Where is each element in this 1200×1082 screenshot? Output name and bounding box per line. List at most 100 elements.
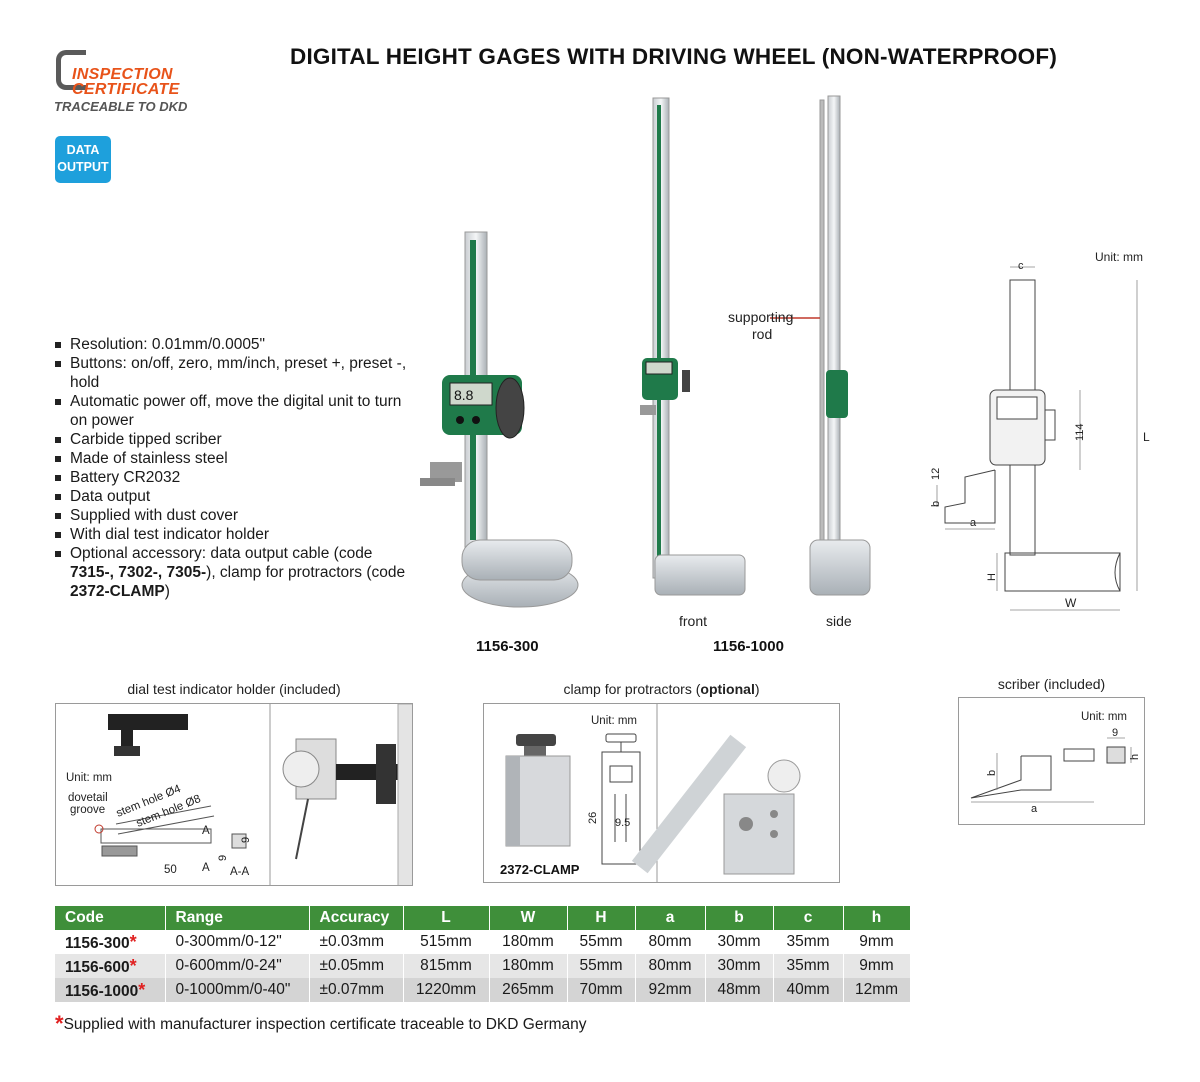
feature-item: With dial test indicator holder — [55, 525, 415, 544]
page-title: DIGITAL HEIGHT GAGES WITH DRIVING WHEEL … — [290, 44, 1058, 69]
code-text: 1156-300 — [65, 934, 130, 952]
dim-114: 114 — [1074, 423, 1086, 441]
table-row: 1156-300* 0-300mm/0-12" ±0.03mm 515mm 18… — [55, 930, 911, 954]
cell-h: 12mm — [843, 978, 911, 1002]
inspection-certificate-logo: INSPECTION CERTIFICATE TRACEABLE TO DKD — [52, 48, 222, 118]
supporting-rod-label-1: supporting — [728, 309, 794, 325]
feature-item: Carbide tipped scriber — [55, 430, 415, 449]
star-icon: * — [138, 979, 146, 1000]
code-text: 1156-600 — [65, 958, 130, 976]
feature-item: Battery CR2032 — [55, 468, 415, 487]
cell-b: 30mm — [705, 954, 774, 978]
cell-b: 48mm — [705, 978, 774, 1002]
clamp-dim-26: 26 — [587, 812, 599, 824]
section-AA-label: A-A — [230, 866, 250, 878]
model-label-300: 1156-300 — [476, 638, 539, 655]
model-label-1000: 1156-1000 — [713, 638, 784, 655]
feature-item: Resolution: 0.01mm/0.0005" — [55, 335, 415, 354]
footnote: *Supplied with manufacturer inspection c… — [55, 1011, 587, 1037]
clamp-unit-label: Unit: mm — [591, 715, 637, 727]
cell-code: 1156-1000* — [55, 978, 166, 1002]
feature-list: Resolution: 0.01mm/0.0005" Buttons: on/o… — [55, 335, 415, 601]
dial-holder-caption: dial test indicator holder (included) — [127, 681, 341, 697]
specification-table: Code Range Accuracy L W H a b c h 1156-3… — [55, 906, 911, 1002]
logo-line-1: INSPECTION — [72, 66, 173, 83]
cell-accuracy: ±0.03mm — [309, 930, 404, 954]
footnote-text: Supplied with manufacturer inspection ce… — [63, 1016, 587, 1033]
feature-item-optional: Optional accessory: data output cable (c… — [55, 544, 415, 601]
gauge-1156-1000-side-image — [770, 95, 871, 596]
logo-line-2: CERTIFICATE — [72, 81, 180, 98]
header-b: b — [705, 906, 774, 930]
cell-accuracy: ±0.05mm — [309, 954, 404, 978]
cell-b: 30mm — [705, 930, 774, 954]
cell-W: 265mm — [489, 978, 568, 1002]
scriber-dim-9: 9 — [1112, 727, 1118, 739]
feature-item: Automatic power off, move the digital un… — [55, 392, 415, 430]
feature-item: Made of stainless steel — [55, 449, 415, 468]
dial-unit-label: Unit: mm — [66, 772, 112, 784]
cell-range: 0-300mm/0-12" — [165, 930, 310, 954]
feature-item: Buttons: on/off, zero, mm/inch, preset +… — [55, 354, 415, 392]
footnote-star-icon: * — [55, 1011, 64, 1036]
star-icon: * — [129, 931, 137, 952]
header-a: a — [635, 906, 706, 930]
dim-a: a — [970, 517, 977, 529]
header-L: L — [403, 906, 490, 930]
dim-b: b — [930, 501, 942, 507]
dimension-drawing: Unit: mm c L 114 12 b a H W — [930, 250, 1150, 611]
dim-9-horizontal: 9 — [217, 855, 229, 861]
clamp-drawing: Unit: mm 26 9.5 2372-CLAMP — [500, 704, 801, 882]
scriber-drawing: Unit: mm 9 b a h — [970, 711, 1141, 815]
optional-text-middle: ), clamp for protractors (code — [206, 564, 406, 581]
product-illustration: 8.8 — [420, 95, 871, 608]
badge-line-1: DATA — [66, 143, 100, 157]
cell-code: 1156-300* — [55, 930, 166, 954]
clamp-caption: clamp for protractors (optional) — [483, 681, 840, 697]
cell-W: 180mm — [489, 930, 568, 954]
header-c: c — [773, 906, 844, 930]
gauge-1156-1000-front-image — [640, 97, 746, 596]
logo-line-3: TRACEABLE TO DKD — [54, 99, 188, 114]
code-text: 1156-1000 — [65, 982, 139, 1000]
scriber-caption: scriber (included) — [997, 676, 1106, 692]
cell-accuracy: ±0.07mm — [309, 978, 404, 1002]
clamp-caption-suffix: ) — [754, 681, 760, 697]
cell-c: 40mm — [773, 978, 844, 1002]
dovetail-label-2: groove — [70, 804, 105, 816]
header-H: H — [567, 906, 636, 930]
dim-12: 12 — [930, 468, 942, 480]
clamp-code-label: 2372-CLAMP — [500, 862, 580, 877]
cell-L: 815mm — [403, 954, 490, 978]
scriber-unit-label: Unit: mm — [1081, 711, 1127, 723]
cell-L: 515mm — [403, 930, 490, 954]
side-label: side — [826, 613, 852, 629]
cell-a: 92mm — [635, 978, 706, 1002]
cell-H: 55mm — [567, 954, 636, 978]
optional-cable-codes: 7315-, 7302-, 7305- — [70, 564, 207, 581]
table-row: 1156-1000* 0-1000mm/0-40" ±0.07mm 1220mm… — [55, 978, 911, 1002]
data-output-badge: DATA OUTPUT — [55, 136, 111, 183]
dim-9-vertical: 9 — [240, 837, 252, 843]
supporting-rod-label-2: rod — [752, 326, 773, 342]
table-row: 1156-600* 0-600mm/0-24" ±0.05mm 815mm 18… — [55, 954, 911, 978]
clamp-dim-9-5: 9.5 — [615, 817, 630, 829]
clamp-caption-bold: optional — [700, 681, 755, 697]
clamp-panel: Unit: mm 26 9.5 2372-CLAMP — [483, 703, 840, 883]
badge-line-2: OUTPUT — [57, 160, 109, 174]
cell-W: 180mm — [489, 954, 568, 978]
optional-text-prefix: Optional accessory: data output cable (c… — [70, 545, 373, 562]
cell-H: 55mm — [567, 930, 636, 954]
dim-W: W — [1065, 596, 1077, 610]
scriber-panel: Unit: mm 9 b a h — [958, 697, 1145, 825]
cell-H: 70mm — [567, 978, 636, 1002]
cell-code: 1156-600* — [55, 954, 166, 978]
header-code: Code — [55, 906, 166, 930]
scriber-dim-h: h — [1129, 754, 1141, 760]
cell-c: 35mm — [773, 930, 844, 954]
clamp-caption-prefix: clamp for protractors ( — [563, 681, 701, 697]
header-h: h — [843, 906, 911, 930]
cell-h: 9mm — [843, 930, 911, 954]
table-header-row: Code Range Accuracy L W H a b c h — [55, 906, 911, 930]
scriber-dim-a: a — [1031, 803, 1038, 815]
